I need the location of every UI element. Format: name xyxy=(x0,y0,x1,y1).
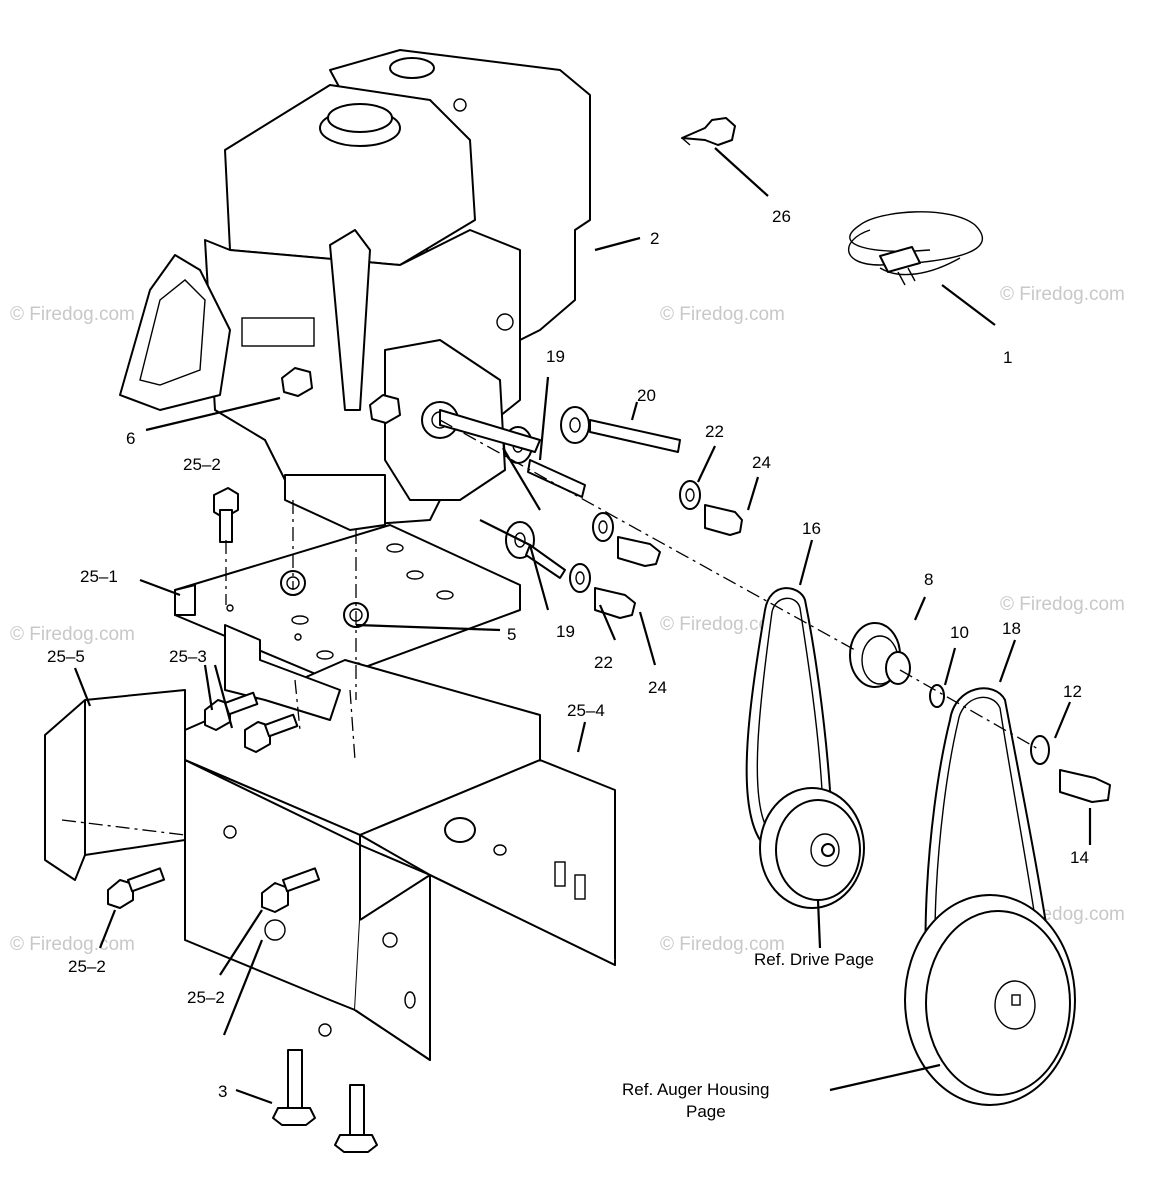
ref-drive-page: Ref. Drive Page xyxy=(754,950,874,969)
watermark-text: © Firedog.com xyxy=(10,304,135,325)
label-part-24-upper: 24 xyxy=(752,453,771,472)
label-part-16: 16 xyxy=(802,519,821,538)
label-part-25-4: 25–4 xyxy=(567,701,605,720)
label-part-19-upper: 19 xyxy=(546,347,565,366)
label-part-24-lower: 24 xyxy=(648,678,667,697)
label-part-22-upper: 22 xyxy=(705,422,724,441)
label-part-10: 10 xyxy=(950,623,969,642)
label-part-25-1: 25–1 xyxy=(80,567,118,586)
label-part-25-2-bottom: 25–2 xyxy=(187,988,225,1007)
part-labels: 1 2 3 5 6 8 10 12 14 16 18 19 19 20 22 2… xyxy=(47,207,1089,1101)
watermark-text: © Firedog.com xyxy=(1000,284,1125,305)
watermark-text: © Firedog.com xyxy=(10,934,135,955)
label-part-18: 18 xyxy=(1002,619,1021,638)
label-part-25-5: 25–5 xyxy=(47,647,85,666)
watermark-text: © Firedog.com xyxy=(660,934,785,955)
frame-assembly-part xyxy=(44,524,616,1061)
label-part-26: 26 xyxy=(772,207,791,226)
label-part-14: 14 xyxy=(1070,848,1089,867)
label-part-25-2-top: 25–2 xyxy=(183,455,221,474)
pulley-belt-parts xyxy=(745,587,1111,1106)
label-part-25-2-left: 25–2 xyxy=(68,957,106,976)
watermark-text: © Firedog.com xyxy=(660,304,785,325)
starter-cord-part xyxy=(848,211,983,286)
bolts-part xyxy=(107,487,378,1153)
label-part-19-lower: 19 xyxy=(556,622,575,641)
label-part-12: 12 xyxy=(1063,682,1082,701)
label-part-22-lower: 22 xyxy=(594,653,613,672)
shaft-and-washer-parts xyxy=(439,406,743,619)
center-lines xyxy=(61,419,1041,836)
ignition-key-part xyxy=(681,117,736,146)
watermark-text: © Firedog.com xyxy=(660,614,785,635)
label-part-2: 2 xyxy=(650,229,659,248)
label-part-5: 5 xyxy=(507,625,516,644)
label-part-6: 6 xyxy=(126,429,135,448)
label-part-1: 1 xyxy=(1003,348,1012,367)
watermark-text: © Firedog.com xyxy=(1000,594,1125,615)
label-part-3: 3 xyxy=(218,1082,227,1101)
ref-auger-housing-line1: Ref. Auger Housing xyxy=(622,1080,769,1099)
leader-lines xyxy=(73,147,1092,1105)
ref-auger-housing-line2: Page xyxy=(686,1102,726,1121)
label-part-20: 20 xyxy=(637,386,656,405)
watermark-text: © Firedog.com xyxy=(10,624,135,645)
label-part-25-3: 25–3 xyxy=(169,647,207,666)
label-part-8: 8 xyxy=(924,570,933,589)
reference-labels: Ref. Drive Page Ref. Auger Housing Page xyxy=(622,950,874,1121)
